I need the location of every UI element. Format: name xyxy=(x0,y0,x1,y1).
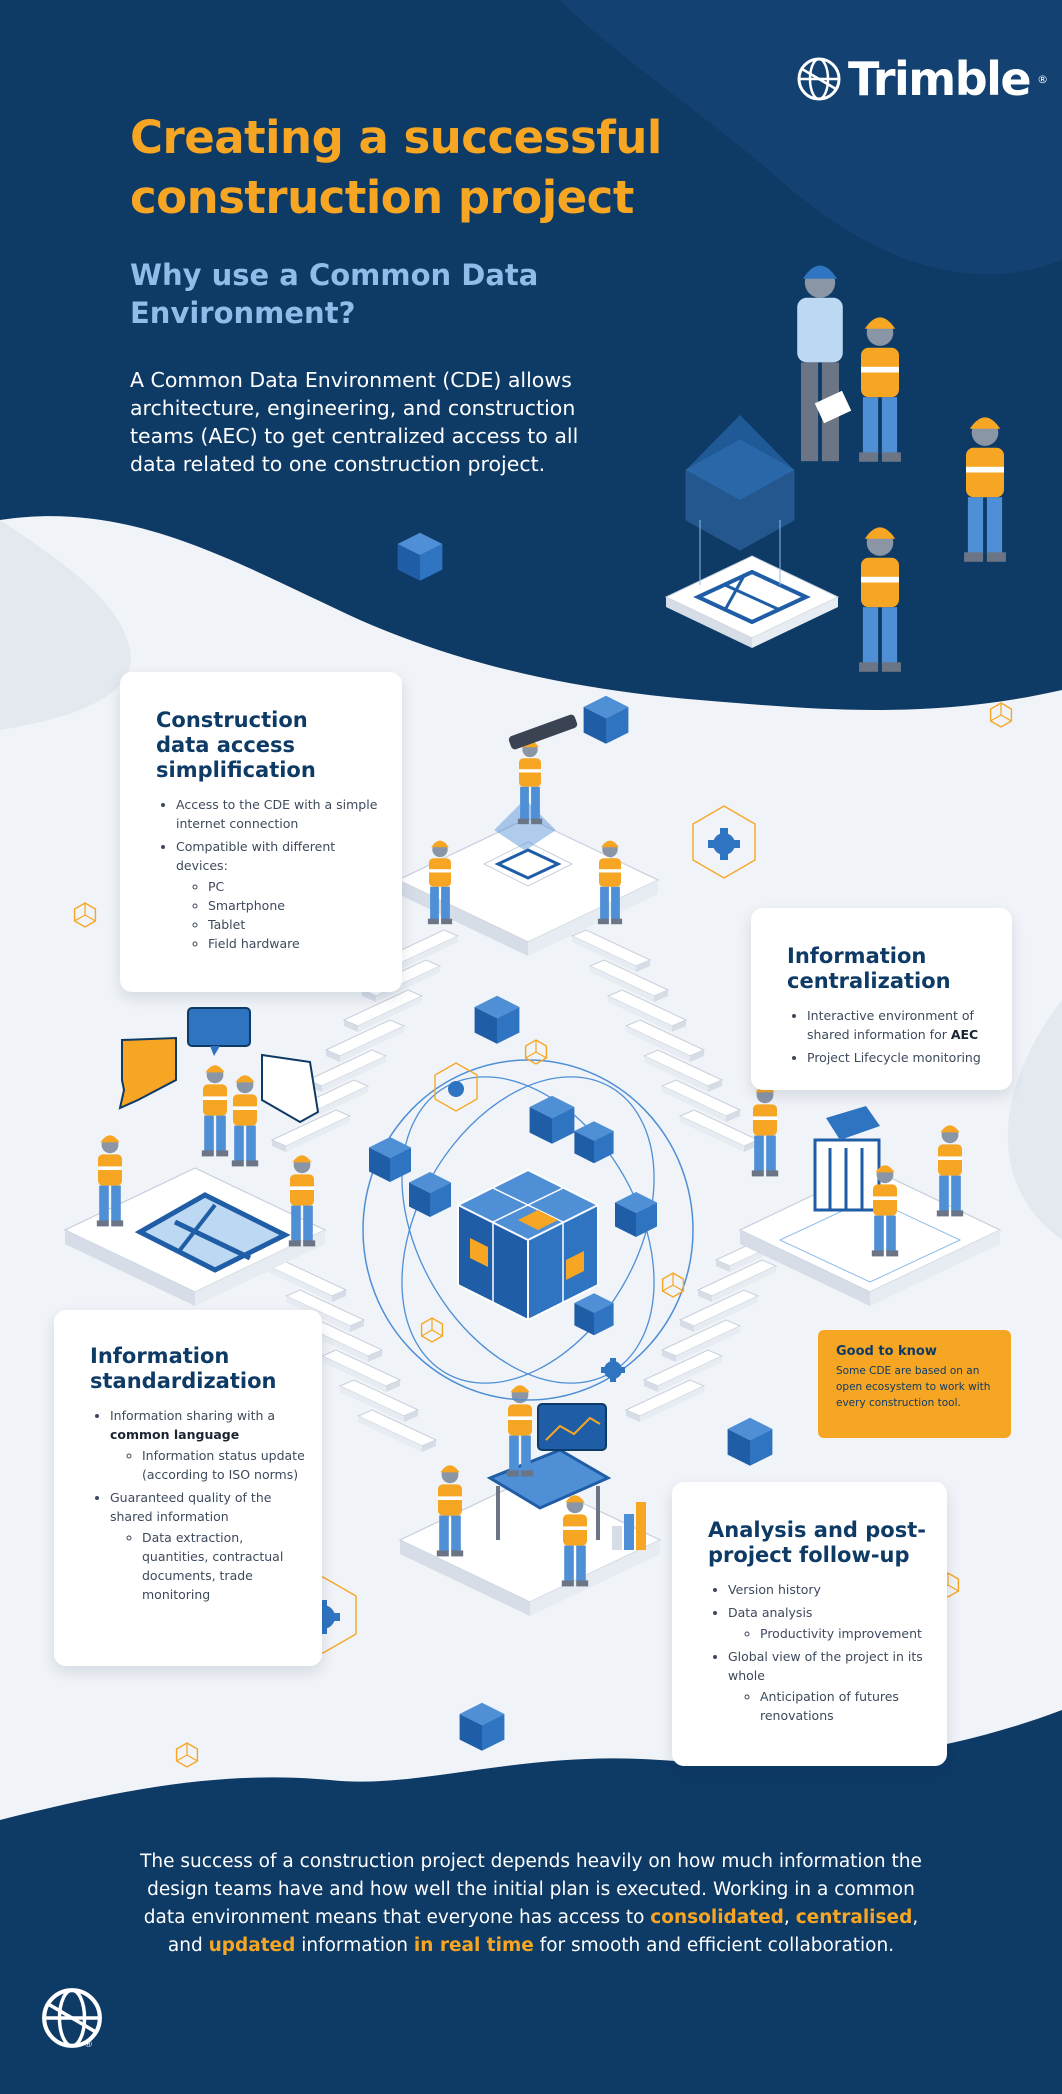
sub-list-item: Data extraction, quantities, contractual… xyxy=(142,1528,310,1604)
list-item: Project Lifecycle monitoring xyxy=(807,1048,1007,1067)
footer-logo[interactable]: ® xyxy=(40,1986,104,2054)
highlight-consolidated: consolidated xyxy=(650,1907,784,1928)
list-item: Data analysis Productivity improvement xyxy=(728,1603,942,1643)
list-item: Interactive environment of shared inform… xyxy=(807,1006,1007,1044)
title-line-1: Creating a successful xyxy=(130,111,662,164)
sub-list-item: Anticipation of futures renovations xyxy=(760,1687,942,1725)
card-data-access-list: Access to the CDE with a simple internet… xyxy=(156,795,386,953)
page-subtitle: Why use a Common Data Environment? xyxy=(130,256,570,332)
list-item: Guaranteed quality of the shared informa… xyxy=(110,1488,310,1604)
highlight-centralised: centralised xyxy=(795,1907,913,1928)
card-analysis-list: Version history Data analysis Productivi… xyxy=(708,1580,942,1725)
card-centralization: Information centralization Interactive e… xyxy=(751,908,1012,1090)
card-standardization-list: Information sharing with a common langua… xyxy=(90,1406,310,1604)
card-analysis-title: Analysis and post- project follow-up xyxy=(708,1518,926,1567)
list-item: Compatible with different devices: PC Sm… xyxy=(176,837,386,953)
list-item: Access to the CDE with a simple internet… xyxy=(176,795,386,833)
good-to-know-box: Good to know Some CDE are based on an op… xyxy=(818,1330,1011,1438)
device-smartphone: Smartphone xyxy=(208,896,386,915)
card-centralization-list: Interactive environment of shared inform… xyxy=(787,1006,1007,1067)
highlight-real-time: in real time xyxy=(413,1935,534,1956)
sub-list-item: Information status update (according to … xyxy=(142,1446,310,1484)
trimble-logo[interactable]: Trimble ® xyxy=(796,52,1048,106)
subtitle-line-1: Why use a Common Data xyxy=(130,258,539,292)
footer-registered-mark: ® xyxy=(84,2040,93,2050)
trimble-globe-icon xyxy=(42,1988,102,2048)
intro-paragraph: A Common Data Environment (CDE) allows a… xyxy=(130,368,579,476)
sub-list-item: Productivity improvement xyxy=(760,1624,942,1643)
list-item: Global view of the project in its whole … xyxy=(728,1647,942,1725)
card-analysis: Analysis and post- project follow-up Ver… xyxy=(672,1482,947,1766)
trimble-globe-icon xyxy=(797,57,841,101)
device-pc: PC xyxy=(208,877,386,896)
card-data-access: Construction data access simplification … xyxy=(120,672,402,992)
footer-paragraph: The success of a construction project de… xyxy=(140,1851,922,1956)
brand-name: Trimble xyxy=(848,52,1032,106)
page-title: Creating a successful construction proje… xyxy=(130,108,770,228)
devices-list: PC Smartphone Tablet Field hardware xyxy=(176,877,386,953)
highlight-updated: updated xyxy=(208,1935,296,1956)
registered-mark: ® xyxy=(1037,72,1049,86)
card-standardization-title: Information standardization xyxy=(90,1344,277,1393)
title-line-2: construction project xyxy=(130,171,634,224)
good-to-know-text: Some CDE are based on an open ecosystem … xyxy=(836,1365,991,1409)
card-data-access-title: Construction data access simplification xyxy=(156,708,316,782)
good-to-know-heading: Good to know xyxy=(836,1344,937,1359)
device-field-hardware: Field hardware xyxy=(208,934,386,953)
card-centralization-title: Information centralization xyxy=(787,944,951,993)
list-item: Information sharing with a common langua… xyxy=(110,1406,310,1484)
device-tablet: Tablet xyxy=(208,915,386,934)
card-standardization: Information standardization Information … xyxy=(54,1310,322,1666)
subtitle-line-2: Environment? xyxy=(130,296,356,330)
list-item: Version history xyxy=(728,1580,942,1599)
